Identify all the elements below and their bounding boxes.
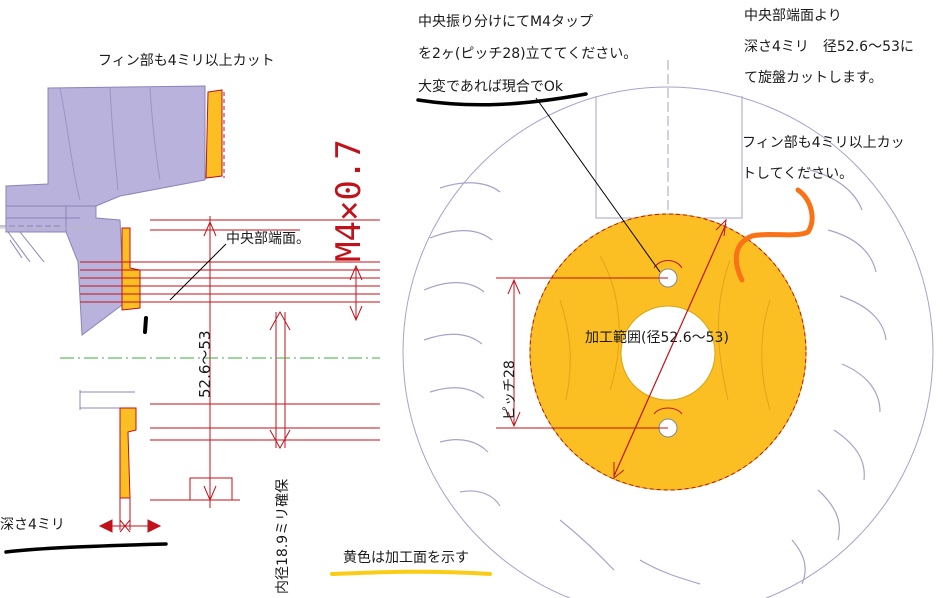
machined-face-upper	[121, 227, 141, 311]
cooling-fins	[423, 169, 887, 585]
tap-leader	[535, 97, 661, 273]
part-body-upper	[5, 85, 206, 336]
ring-outer-dash	[529, 213, 807, 491]
note-lathe-line3: て旋盤カットします。	[744, 70, 883, 86]
note-fin-cut-right1: フィン部も4ミリ以上カッ	[742, 135, 905, 151]
note-fin-cut-left: フィン部も4ミリ以上カット	[98, 53, 275, 69]
note-lathe-line2: 深さ4ミリ 径52.6～53に	[744, 39, 914, 55]
disc-outline	[402, 86, 934, 598]
note-machining-range: 加工範囲(径52.6～53)	[585, 330, 729, 346]
note-tap-line2: を2ヶ(ピッチ28)立ててください。	[418, 46, 638, 62]
dim-diameter-text: 52.6～53	[196, 330, 214, 399]
pitch-dimension	[496, 277, 668, 429]
marker-stroke-small	[143, 316, 148, 334]
tap-hole-bottom-arc	[653, 407, 683, 415]
note-lathe-line1: 中央部端面より	[744, 8, 842, 24]
diameter-line	[613, 223, 727, 477]
machined-face-lower	[119, 407, 137, 499]
extension-lines	[80, 216, 380, 508]
note-depth: 深さ4ミリ	[0, 517, 65, 533]
depth-dimension	[98, 498, 162, 533]
dim-box	[189, 477, 233, 501]
dim-inner-diameter-text: 内径18.9ミリ確保	[275, 478, 291, 594]
fin-outline	[59, 87, 161, 201]
note-center-face: 中央部端面。	[226, 231, 310, 247]
thread-arrow-up	[349, 264, 363, 281]
note-fin-cut-right2: トしてください。	[742, 166, 854, 182]
marker-tap-underline	[416, 92, 588, 107]
diameter-arrow-top	[715, 218, 727, 237]
marker-depth-underline	[4, 542, 168, 554]
dim-arrows-diameter	[203, 220, 291, 502]
machined-fin-top	[205, 89, 223, 179]
front-view	[330, 60, 934, 598]
machined-ring	[529, 213, 807, 491]
dim-pitch-text: ピッチ28	[502, 360, 518, 420]
diameter-arrow-bottom	[613, 462, 625, 480]
note-yellow-legend: 黄色は加工面を示す	[343, 550, 469, 566]
ring-fin-shadows	[559, 255, 771, 411]
marker-orange-squiggle	[733, 187, 815, 283]
dim-thread-text: M4×0.7	[329, 139, 369, 262]
note-tap-line1: 中央振り分けにてM4タップ	[418, 14, 593, 30]
note-tap-line3: 大変であれば現合でOk	[418, 79, 563, 95]
hub-tab	[595, 96, 743, 219]
marker-yellow-underline	[330, 569, 492, 576]
center-face-leader	[169, 243, 227, 301]
cross-section-view	[0, 85, 380, 554]
thread-arrow-down	[349, 305, 363, 322]
